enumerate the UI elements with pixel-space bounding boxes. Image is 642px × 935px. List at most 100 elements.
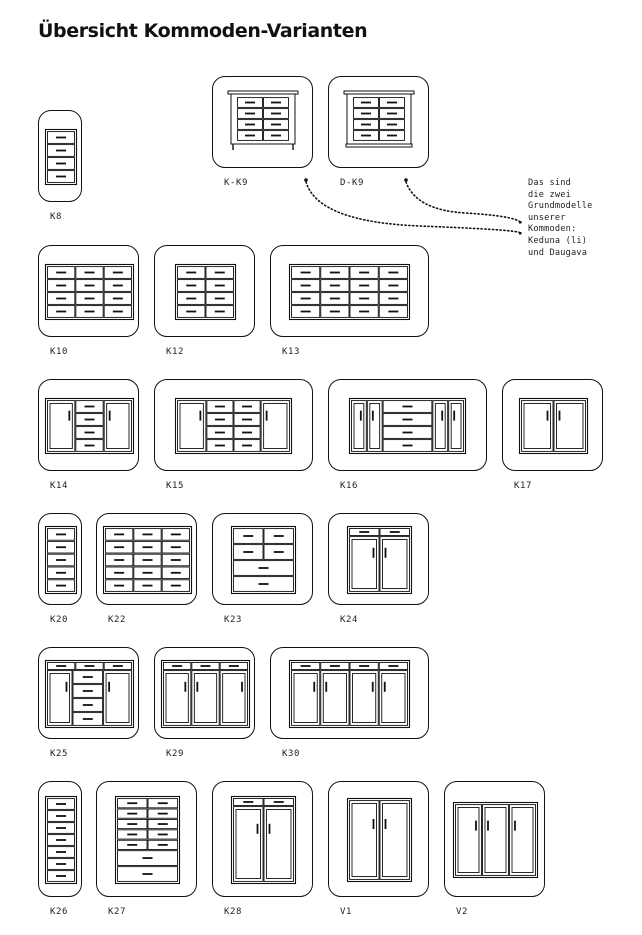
drawer-handle	[56, 310, 67, 313]
drawer-handle	[84, 418, 95, 421]
variant-card-k12[interactable]	[154, 245, 255, 337]
door-handle	[441, 410, 444, 421]
door-frame	[219, 670, 248, 726]
drawer-handle	[142, 533, 153, 536]
drawer-front	[47, 834, 75, 846]
drawer-front	[47, 144, 75, 157]
drawer-front	[263, 119, 289, 130]
variant-card-k27[interactable]	[96, 781, 197, 897]
variant-card-k25[interactable]	[38, 647, 139, 739]
variant-card-k28[interactable]	[212, 781, 313, 897]
annotation-note: Das sind die zwei Grundmodelle unserer K…	[528, 178, 628, 259]
drawer-handle	[214, 431, 225, 434]
connector-dot-dk9	[404, 178, 408, 182]
drawer-handle	[56, 533, 66, 536]
variant-card-k17[interactable]	[502, 379, 603, 471]
variant-card-v1[interactable]	[328, 781, 429, 897]
drawer-front	[237, 108, 263, 119]
variant-label-k8: K8	[50, 212, 63, 222]
drawer-handle	[56, 571, 66, 574]
drawer-front	[47, 846, 75, 858]
variant-card-k22[interactable]	[96, 513, 197, 605]
cabinet-drawing-k28	[230, 795, 297, 885]
door-handle	[372, 819, 375, 829]
drawer-front	[75, 305, 104, 318]
top-drawer	[349, 662, 379, 670]
drawer-handle	[214, 310, 225, 313]
door-panel	[263, 403, 288, 449]
variant-card-k24[interactable]	[328, 513, 429, 605]
drawer-handle	[300, 271, 311, 274]
door-panel	[351, 539, 377, 589]
drawer-front	[117, 829, 148, 840]
drawer-front	[291, 266, 321, 279]
drawer-front	[105, 528, 134, 541]
door-panel	[179, 403, 204, 449]
door-handle	[196, 681, 199, 692]
drawer-front	[47, 822, 75, 834]
door-frame	[233, 806, 264, 882]
drawer-front	[161, 528, 190, 541]
drawer-handle	[242, 444, 253, 447]
drawer-front	[133, 553, 162, 567]
drawer-front	[379, 119, 405, 130]
variant-card-k15[interactable]	[154, 379, 313, 471]
variant-card-v2[interactable]	[444, 781, 545, 897]
drawer-handle	[112, 297, 123, 300]
variant-card-k8[interactable]	[38, 110, 82, 202]
drawer-handle	[245, 123, 255, 126]
variant-card-k29[interactable]	[154, 647, 255, 739]
door-panel	[322, 673, 347, 723]
drawer-front	[105, 579, 134, 592]
variant-label-k28: K28	[224, 907, 243, 917]
cabinet-drawing-k17	[518, 397, 589, 455]
drawer-handle	[56, 284, 67, 287]
variant-card-k20[interactable]	[38, 513, 82, 605]
cabinet-body	[44, 263, 135, 321]
variant-label-k25: K25	[50, 749, 69, 759]
top-drawer	[103, 662, 132, 670]
door-handle	[475, 820, 477, 831]
top-drawer	[320, 662, 350, 670]
drawer-handle	[361, 123, 371, 126]
variant-card-kk9[interactable]	[212, 76, 313, 168]
drawer-front	[378, 305, 408, 318]
door-panel	[511, 807, 534, 873]
drawer-front	[161, 566, 190, 580]
drawer-front	[320, 292, 350, 305]
drawer-front	[147, 839, 178, 850]
variant-card-dk9[interactable]	[328, 76, 429, 168]
drawer-handle	[170, 533, 181, 536]
cabinet-body	[230, 525, 297, 595]
variant-card-k14[interactable]	[38, 379, 139, 471]
drawer-front	[75, 279, 104, 292]
drawer-front	[133, 528, 162, 541]
drawer-handle	[142, 857, 153, 859]
variant-card-k13[interactable]	[270, 245, 429, 337]
drawer-handle	[56, 297, 67, 300]
drawer-front	[133, 579, 162, 592]
door-handle	[546, 410, 549, 421]
drawer-handle	[170, 546, 181, 549]
variant-card-k30[interactable]	[270, 647, 429, 739]
cabinet-body	[348, 397, 467, 455]
variant-card-k16[interactable]	[328, 379, 487, 471]
variant-card-k10[interactable]	[38, 245, 139, 337]
cabinet-body	[44, 397, 135, 455]
drawer-front	[75, 400, 104, 413]
cabinet-body	[452, 801, 539, 879]
drawer-handle	[142, 559, 153, 561]
variant-card-k26[interactable]	[38, 781, 82, 897]
door-handle	[453, 410, 456, 421]
drawer-handle	[56, 136, 66, 139]
drawer-handle	[186, 271, 197, 274]
note-line: unserer	[528, 212, 566, 223]
cabinet-body	[230, 795, 297, 885]
drawer-handle	[402, 405, 413, 408]
door-handle	[384, 547, 387, 558]
drawer-handle	[84, 297, 95, 300]
variant-card-k23[interactable]	[212, 513, 313, 605]
drawer-handle	[245, 101, 255, 104]
drawer-handle	[186, 310, 197, 313]
door-panel	[106, 403, 130, 449]
